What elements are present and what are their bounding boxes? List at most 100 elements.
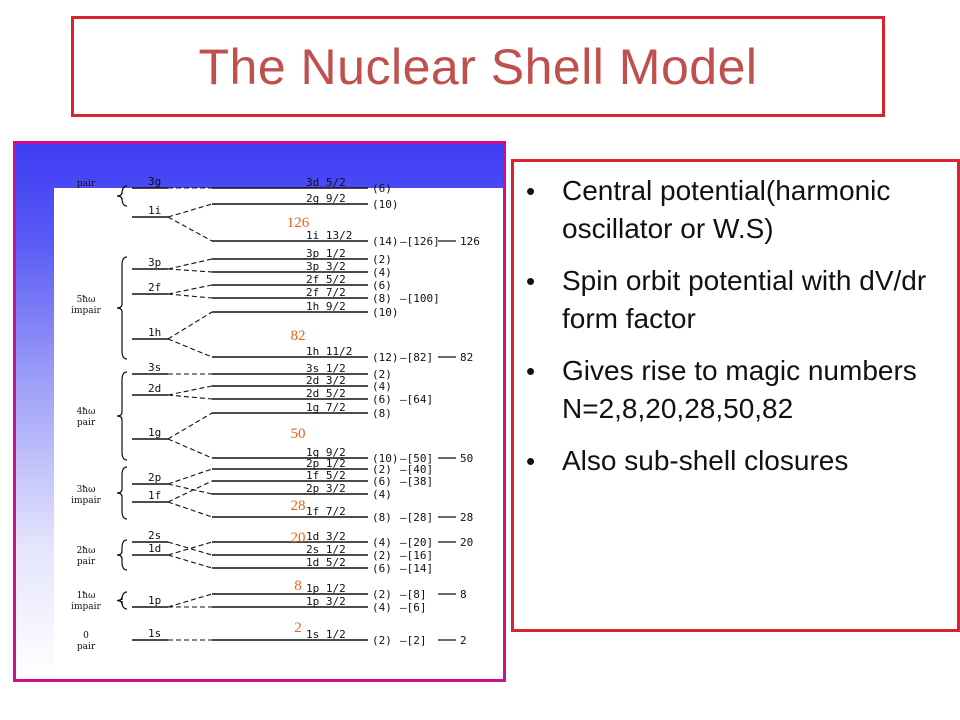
oscillator-level-label: 3g xyxy=(148,175,161,188)
oscillator-level-label: 2s xyxy=(148,529,161,542)
level-connector xyxy=(167,311,213,340)
group-label-bottom: impair xyxy=(71,496,101,506)
occupancy-label: (2) xyxy=(372,368,392,381)
group-brace xyxy=(116,539,128,571)
occupancy-label: (12) xyxy=(372,351,399,364)
occupancy-label: (4) xyxy=(372,488,392,501)
group-label-top: 1ħω xyxy=(77,591,96,601)
occupancy-label: (10) xyxy=(372,452,399,465)
group-label-top: 3ħω xyxy=(77,485,96,495)
level-connector xyxy=(167,216,213,242)
title-box: The Nuclear Shell Model xyxy=(71,16,885,117)
split-level-label: 3s 1/2 xyxy=(306,362,346,375)
magic-number-overlay: 20 xyxy=(291,530,306,546)
occupancy-label: (6) xyxy=(372,279,392,292)
oscillator-level-label: 1f xyxy=(148,489,161,502)
split-level-label: 1i 13/2 xyxy=(306,229,352,242)
cumulative-label: —[2] xyxy=(400,634,427,647)
oscillator-level-label: 1s xyxy=(148,627,161,640)
magic-number-overlay: 28 xyxy=(291,498,306,514)
occupancy-label: (2) xyxy=(372,634,392,647)
split-level-label: 1h 11/2 xyxy=(306,345,352,358)
group-label-bottom: pair xyxy=(77,418,96,428)
cumulative-label: —[38] xyxy=(400,475,433,488)
cumulative-label: —[100] xyxy=(400,292,440,305)
occupancy-label: (6) xyxy=(372,182,392,195)
group-label-top: 4ħω xyxy=(77,407,96,417)
level-connector xyxy=(167,268,213,273)
magic-number-label: 28 xyxy=(460,511,473,524)
cumulative-label: —[64] xyxy=(400,393,433,406)
magic-number-overlay: 8 xyxy=(294,578,302,594)
occupancy-label: (4) xyxy=(372,380,392,393)
magic-number-overlay: 82 xyxy=(291,328,306,344)
magic-number-overlay: 126 xyxy=(287,215,310,231)
level-connector xyxy=(167,394,213,400)
bullet-dot-icon: • xyxy=(526,176,536,206)
oscillator-level-label: 3p xyxy=(148,256,161,269)
split-level-label: 1g 9/2 xyxy=(306,446,346,459)
split-level-label: 1p 1/2 xyxy=(306,582,346,595)
split-level-label: 1s 1/2 xyxy=(306,628,346,641)
oscillator-level-label: 2f xyxy=(148,281,161,294)
occupancy-label: (2) xyxy=(372,463,392,476)
group-label-bottom: impair xyxy=(71,602,101,612)
occupancy-label: (6) xyxy=(372,475,392,488)
cumulative-label: —[28] xyxy=(400,511,433,524)
split-level-label: 1d 5/2 xyxy=(306,556,346,569)
occupancy-label: (4) xyxy=(372,536,392,549)
cumulative-label: —[14] xyxy=(400,562,433,575)
occupancy-label: (4) xyxy=(372,266,392,279)
group-label-top: pair xyxy=(77,179,96,189)
bullet-dot-icon: • xyxy=(526,356,536,386)
cumulative-label: —[6] xyxy=(400,601,427,614)
occupancy-label: (10) xyxy=(372,198,399,211)
level-connector xyxy=(167,480,213,503)
group-label-top: 2ħω xyxy=(77,546,96,556)
magic-number-label: 20 xyxy=(460,536,473,549)
oscillator-level-label: 1i xyxy=(148,204,161,217)
bullet-item: • Gives rise to magic numbers N=2,8,20,28… xyxy=(524,352,947,428)
split-level-label: 2d 5/2 xyxy=(306,387,346,400)
group-brace xyxy=(116,256,128,360)
magic-number-label: 82 xyxy=(460,351,473,364)
cumulative-label: —[16] xyxy=(400,549,433,562)
cumulative-label: —[20] xyxy=(400,536,433,549)
split-level-label: 1f 5/2 xyxy=(306,469,346,482)
bullet-text: Gives rise to magic numbers N=2,8,20,28,… xyxy=(562,355,917,424)
split-level-label: 3d 5/2 xyxy=(306,176,346,189)
level-scheme-svg: 3d 5/2(6)2g 9/2(10)1i 13/2(14)—[126]1263… xyxy=(54,175,503,679)
bullet-text: Also sub-shell closures xyxy=(562,445,849,476)
split-level-label: 1f 7/2 xyxy=(306,505,346,518)
bullet-item: • Also sub-shell closures xyxy=(524,442,947,480)
cumulative-label: —[40] xyxy=(400,463,433,476)
oscillator-level-label: 3s xyxy=(148,361,161,374)
split-level-label: 1g 7/2 xyxy=(306,401,346,414)
split-level-label: 2d 3/2 xyxy=(306,374,346,387)
magic-number-label: 50 xyxy=(460,452,473,465)
group-brace xyxy=(116,466,128,520)
bullet-dot-icon: • xyxy=(526,446,536,476)
oscillator-level-label: 1d xyxy=(148,542,161,555)
oscillator-level-label: 1g xyxy=(148,426,161,439)
split-level-label: 2p 1/2 xyxy=(306,457,346,470)
magic-number-overlay: 2 xyxy=(294,620,302,636)
cumulative-label: —[126] xyxy=(400,235,440,248)
split-level-label: 3p 3/2 xyxy=(306,260,346,273)
split-level-label: 2s 1/2 xyxy=(306,543,346,556)
group-brace xyxy=(116,591,128,610)
magic-number-label: 8 xyxy=(460,588,467,601)
occupancy-label: (2) xyxy=(372,588,392,601)
occupancy-label: (6) xyxy=(372,393,392,406)
oscillator-level-label: 1p xyxy=(148,594,161,607)
paper-area xyxy=(54,188,503,679)
magic-number-label: 126 xyxy=(460,235,480,248)
split-level-label: 3p 1/2 xyxy=(306,247,346,260)
oscillator-level-label: 1h xyxy=(148,326,161,339)
group-label-bottom: pair xyxy=(77,642,96,652)
cumulative-label: —[50] xyxy=(400,452,433,465)
split-level-label: 1p 3/2 xyxy=(306,595,346,608)
occupancy-label: (14) xyxy=(372,235,399,248)
oscillator-level-label: 2d xyxy=(148,382,161,395)
